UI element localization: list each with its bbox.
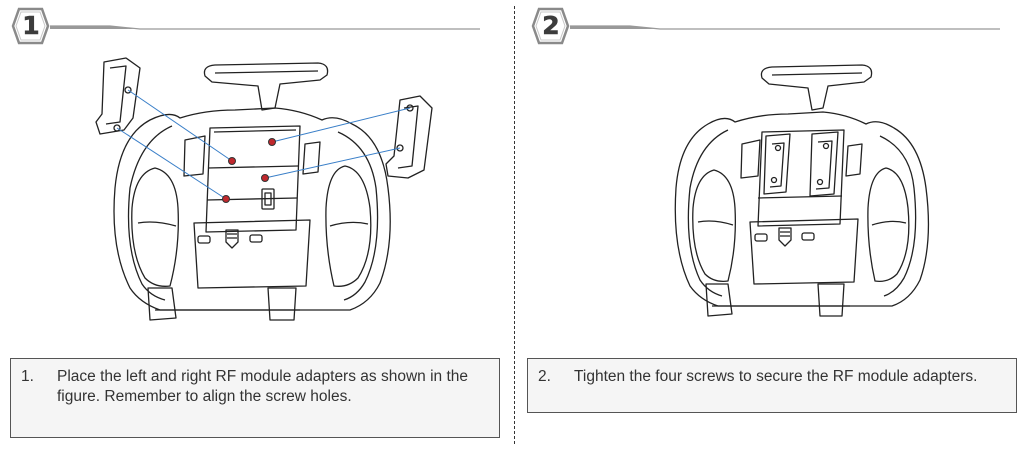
step-number: 1	[22, 11, 40, 41]
step-header: 1	[10, 6, 490, 46]
controller-illustration-step-2	[674, 64, 930, 317]
step-number: 2	[542, 11, 560, 41]
step-badge-icon	[11, 7, 480, 45]
step-badge-icon	[531, 7, 1000, 45]
caption-number: 1.	[21, 368, 34, 385]
step-2-caption-box: 2. Tighten the four screws to secure the…	[527, 358, 1017, 413]
controller-illustration-step-1	[95, 57, 433, 321]
step-header: 2	[530, 6, 1010, 46]
caption-number: 2.	[538, 368, 551, 385]
caption-text: Tighten the four screws to secure the RF…	[574, 368, 978, 385]
caption-text: Place the left and right RF module adapt…	[57, 368, 468, 405]
dashed-divider	[514, 6, 515, 444]
step-1-caption-box: 1. Place the left and right RF module ad…	[10, 358, 500, 438]
step-2-panel: 2	[520, 0, 1030, 450]
step-1-panel: 1	[0, 0, 510, 450]
